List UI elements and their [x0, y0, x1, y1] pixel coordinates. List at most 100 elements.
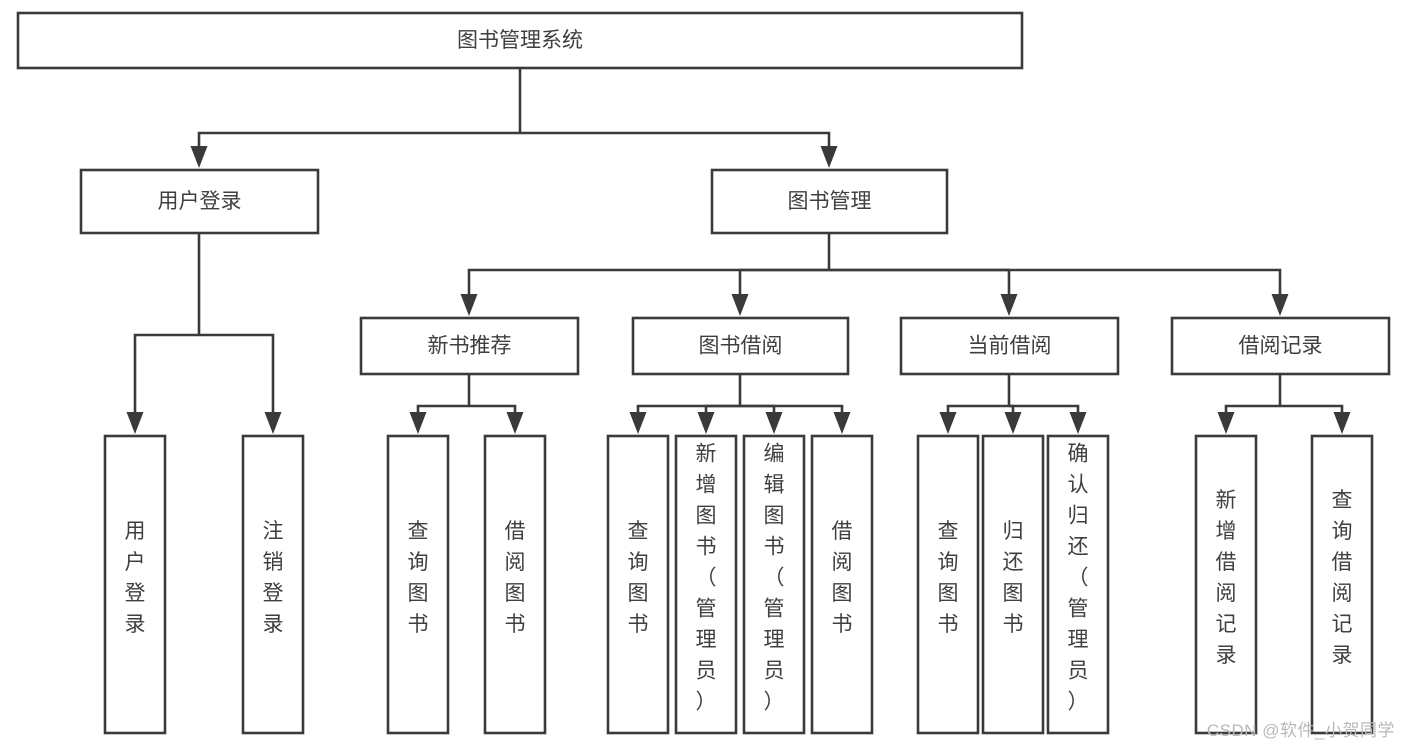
node-leaf-user-login[interactable]: 用户登录: [103, 434, 167, 735]
connector-new-book-recommend-to-leaf-borrow-book-1: [469, 404, 524, 434]
edge-line: [1009, 404, 1080, 412]
edge-line: [829, 268, 1282, 294]
node-box[interactable]: [742, 434, 806, 735]
arrow-head-icon: [126, 412, 144, 434]
node-new-book-recommend[interactable]: 新书推荐: [359, 316, 580, 376]
node-label: 归还图书: [1003, 520, 1024, 636]
node-label: 图书管理: [788, 190, 872, 213]
node-layer: 图书管理系统用户登录图书管理新书推荐图书借阅当前借阅借阅记录用户登录注销登录查询…: [16, 11, 1391, 735]
node-label: 借阅记录: [1239, 335, 1323, 358]
node-box[interactable]: [899, 316, 1120, 376]
node-label: 用户登录: [158, 190, 242, 213]
node-box[interactable]: [386, 434, 450, 735]
arrow-head-icon: [1333, 412, 1351, 434]
node-label: 查询图书: [938, 520, 959, 636]
node-box[interactable]: [16, 11, 1024, 70]
node-box[interactable]: [606, 434, 670, 735]
node-box[interactable]: [483, 434, 547, 735]
connector-book-borrow-to-leaf-add-book: [697, 404, 740, 434]
node-box[interactable]: [1046, 434, 1110, 735]
node-label: 注销登录: [263, 520, 284, 636]
node-label: 编辑图书（管理员）: [764, 443, 785, 714]
node-leaf-confirm-return[interactable]: 确认归还（管理员）: [1046, 434, 1110, 735]
node-box[interactable]: [1310, 434, 1374, 735]
node-root[interactable]: 图书管理系统: [16, 11, 1024, 70]
arrow-head-icon: [731, 294, 749, 316]
edge-line: [1280, 404, 1344, 412]
node-label: 图书借阅: [699, 335, 783, 358]
node-label: 查询图书: [628, 520, 649, 636]
arrow-head-icon: [1004, 412, 1022, 434]
edge-line: [199, 333, 275, 412]
node-leaf-logout[interactable]: 注销登录: [241, 434, 305, 735]
arrow-head-icon: [697, 412, 715, 434]
node-box[interactable]: [710, 168, 949, 235]
node-borrow-record[interactable]: 借阅记录: [1170, 316, 1391, 376]
node-box[interactable]: [631, 316, 850, 376]
arrow-head-icon: [460, 294, 478, 316]
node-box[interactable]: [674, 434, 738, 735]
connector-book-manage-to-new-book-recommend: [460, 268, 829, 316]
node-label: 新书推荐: [428, 335, 512, 358]
node-label: 用户登录: [125, 520, 146, 636]
connector-new-book-recommend-to-leaf-query-book-1: [409, 404, 469, 434]
arrow-head-icon: [1000, 294, 1018, 316]
arrow-head-icon: [190, 146, 208, 168]
arrow-head-icon: [833, 412, 851, 434]
connector-user-login-to-leaf-user-login: [126, 333, 199, 434]
connector-root-to-book-manage: [520, 131, 838, 168]
arrow-head-icon: [1271, 294, 1289, 316]
node-leaf-borrow-book-2[interactable]: 借阅图书: [810, 434, 874, 735]
connector-current-borrow-to-leaf-return-book: [1004, 404, 1022, 434]
node-leaf-query-book-1[interactable]: 查询图书: [386, 434, 450, 735]
node-label: 借阅图书: [505, 520, 526, 636]
edge-line: [197, 131, 520, 146]
node-leaf-add-book[interactable]: 新增图书（管理员）: [674, 434, 738, 735]
edge-line: [467, 268, 829, 294]
arrow-head-icon: [1217, 412, 1235, 434]
node-leaf-return-book[interactable]: 归还图书: [981, 434, 1045, 735]
edge-line: [946, 404, 1009, 412]
node-user-login[interactable]: 用户登录: [79, 168, 320, 235]
node-leaf-borrow-book-1[interactable]: 借阅图书: [483, 434, 547, 735]
node-label: 当前借阅: [968, 335, 1052, 358]
edge-line: [520, 131, 831, 146]
connector-layer: [126, 68, 1351, 434]
node-leaf-add-borrow-record[interactable]: 新增借阅记录: [1194, 434, 1258, 735]
node-leaf-query-book-2[interactable]: 查询图书: [606, 434, 670, 735]
edge-line: [738, 268, 829, 294]
node-leaf-edit-book[interactable]: 编辑图书（管理员）: [742, 434, 806, 735]
arrow-head-icon: [820, 146, 838, 168]
node-label: 确认归还（管理员）: [1068, 443, 1089, 714]
node-box[interactable]: [981, 434, 1045, 735]
arrow-head-icon: [1069, 412, 1087, 434]
arrow-head-icon: [629, 412, 647, 434]
node-box[interactable]: [241, 434, 305, 735]
node-box[interactable]: [810, 434, 874, 735]
node-leaf-query-book-3[interactable]: 查询图书: [916, 434, 980, 735]
node-book-manage[interactable]: 图书管理: [710, 168, 949, 235]
arrow-head-icon: [264, 412, 282, 434]
connector-book-manage-to-current-borrow: [829, 268, 1018, 316]
node-book-borrow[interactable]: 图书借阅: [631, 316, 850, 376]
connector-current-borrow-to-leaf-confirm-return: [1009, 404, 1087, 434]
edge-line: [740, 404, 844, 412]
node-box[interactable]: [79, 168, 320, 235]
node-box[interactable]: [1170, 316, 1391, 376]
node-current-borrow[interactable]: 当前借阅: [899, 316, 1120, 376]
node-box[interactable]: [916, 434, 980, 735]
arrow-head-icon: [765, 412, 783, 434]
node-label: 查询借阅记录: [1332, 489, 1353, 667]
connector-borrow-record-to-leaf-query-borrow-record: [1280, 404, 1351, 434]
edge-line: [416, 404, 469, 412]
node-box[interactable]: [359, 316, 580, 376]
connector-book-borrow-to-leaf-borrow-book-2: [740, 404, 851, 434]
watermark-text: CSDN @软件_小贺同学: [1206, 721, 1395, 740]
node-box[interactable]: [1194, 434, 1258, 735]
connector-borrow-record-to-leaf-add-borrow-record: [1217, 404, 1280, 434]
node-leaf-query-borrow-record[interactable]: 查询借阅记录: [1310, 434, 1374, 735]
node-box[interactable]: [103, 434, 167, 735]
node-label: 图书管理系统: [457, 29, 583, 52]
